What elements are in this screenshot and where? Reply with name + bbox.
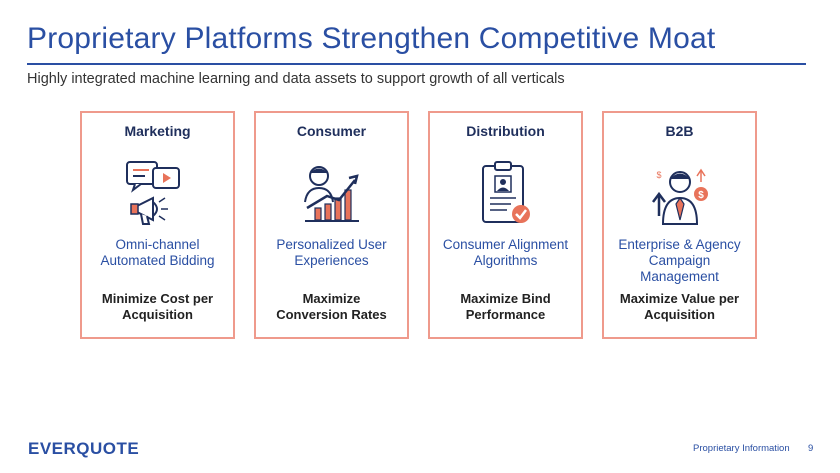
card-goal: Maximize Conversion Rates: [276, 291, 387, 322]
clipboard-profile-check-icon: [481, 161, 530, 223]
megaphone-video-icon: [125, 161, 180, 225]
card-description: Omni-channel Automated Bidding: [100, 237, 215, 268]
card-description: Personalized User Experiences: [276, 237, 387, 268]
slide-subtitle: Highly integrated machine learning and d…: [27, 71, 565, 87]
card-title: Marketing: [124, 123, 191, 139]
card-title: Consumer: [296, 123, 367, 139]
card-goal: Minimize Cost per Acquisition: [101, 291, 214, 322]
card-title: Distribution: [466, 123, 545, 139]
card-distribution: Distribution Consumer Alignment Algorith…: [428, 111, 583, 339]
card-title: B2B: [665, 123, 694, 139]
slide-title: Proprietary Platforms Strengthen Competi…: [27, 22, 716, 55]
card-marketing: Marketing Omni-channel Automated Bidding…: [80, 111, 235, 339]
card-consumer: Consumer Personalized User Experiences M…: [254, 111, 409, 339]
card-description: Enterprise & Agency Campaign Management: [618, 237, 741, 284]
card-goal: Maximize Bind Performance: [460, 291, 551, 322]
card-goal: Maximize Value per Acquisition: [619, 291, 740, 322]
card-description: Consumer Alignment Algorithms: [442, 237, 569, 268]
footer-label: Proprietary Information: [693, 443, 790, 454]
person-growth-chart-icon: [303, 166, 359, 222]
title-divider: [27, 63, 806, 65]
svg-text:$: $: [698, 190, 704, 201]
businessman-dollar-icon: $ $: [651, 168, 708, 225]
page-number: 9: [808, 443, 814, 454]
card-b2b: B2B $ $ Enterprise & Agency Campaign Man…: [602, 111, 757, 339]
svg-text:$: $: [656, 170, 661, 180]
everquote-logo: EVERQUOTE: [28, 439, 140, 458]
